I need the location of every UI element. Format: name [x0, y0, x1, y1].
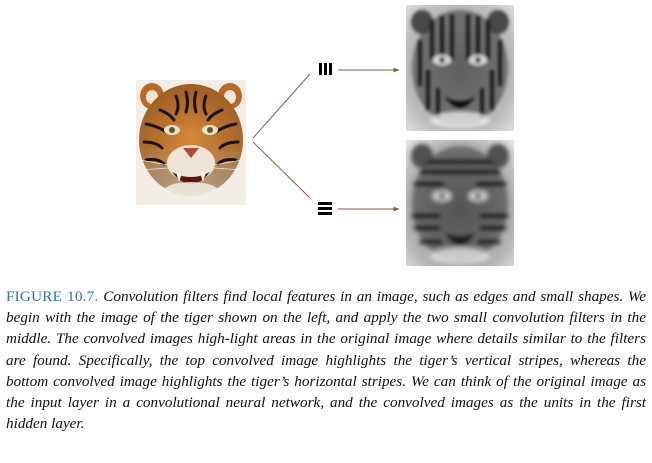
figure-canvas [136, 5, 514, 266]
figure-label: FIGURE 10.7. [6, 288, 99, 305]
figure [136, 5, 514, 266]
convolved-image-top [406, 5, 514, 131]
arrow-to-top-filter [252, 73, 311, 139]
caption-text: Convolution filters find local features … [6, 288, 647, 433]
arrow-to-bottom-filter [252, 141, 311, 199]
figure-caption: FIGURE 10.7. Convolution filters find lo… [6, 286, 646, 434]
vertical-filter-icon [319, 63, 332, 75]
tiger-original-image [136, 80, 246, 205]
convolved-image-bottom [406, 140, 514, 266]
horizontal-filter-icon [318, 202, 332, 215]
